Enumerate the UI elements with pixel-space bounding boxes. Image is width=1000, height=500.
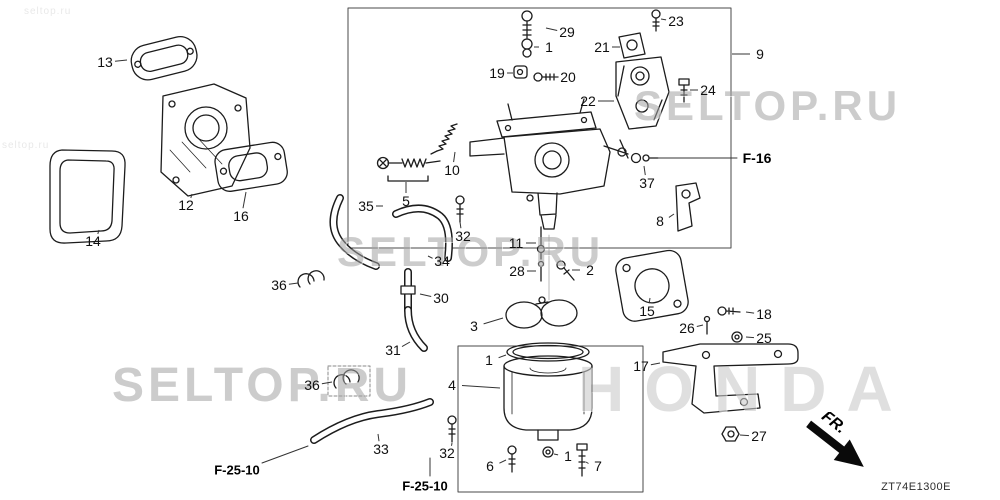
bowl-assembly-box xyxy=(457,345,644,493)
part-24-bolt xyxy=(678,78,690,103)
watermark-tile: seltop.ru xyxy=(24,6,72,17)
ref-f25-10-left: F-25-10 xyxy=(214,462,260,478)
part-21-valve xyxy=(618,32,646,59)
part-14-gasket xyxy=(49,149,126,244)
part-2-screw xyxy=(556,260,575,281)
tube-34 xyxy=(392,204,453,262)
diagram-code: ZT74E1300E xyxy=(881,481,951,493)
part-19-clamp xyxy=(513,65,528,79)
part-29-screw xyxy=(521,10,533,39)
part-7-bolt xyxy=(576,443,588,477)
part-25-washer xyxy=(731,331,743,343)
ref-f25-10-bottom: F-25-10 xyxy=(402,478,448,494)
part-32-screw-mid xyxy=(455,195,465,223)
part-12-plate xyxy=(160,83,251,197)
tube-31 xyxy=(404,306,428,352)
tube-35 xyxy=(329,194,380,270)
part-22-choke-assembly xyxy=(615,56,670,130)
leader-lines xyxy=(97,18,755,464)
part-1-bowl-gasket xyxy=(506,342,590,362)
f2510-left-leader xyxy=(261,445,309,464)
part-30-joint xyxy=(400,268,416,314)
part-5-screw-set xyxy=(376,156,441,182)
fr-arrow-icon: FR. xyxy=(806,408,864,467)
part-13-gasket xyxy=(130,36,198,81)
part-4-float-bowl xyxy=(503,355,593,441)
part-8-bracket xyxy=(675,182,701,232)
part-26-stud xyxy=(703,315,711,335)
part-36-clamp-lower xyxy=(333,369,360,389)
clamp-detail-box xyxy=(327,365,371,397)
part-18-screw xyxy=(717,306,741,316)
part-28-pin xyxy=(537,260,545,282)
carburetor-assembly-box xyxy=(347,7,732,249)
part-32-screw-bottom xyxy=(447,415,457,443)
part-37-jet xyxy=(630,152,659,164)
part-3-float xyxy=(505,296,578,329)
part-23-screw xyxy=(651,9,661,32)
part-16-gasket xyxy=(214,141,288,192)
part-1-washer-bottom xyxy=(542,446,554,458)
carburetor-body xyxy=(469,98,629,230)
ref-f16: F-16 xyxy=(742,150,772,166)
tube-33 xyxy=(310,398,434,444)
watermark-tile: seltop.ru xyxy=(2,140,50,151)
part-15-insulator xyxy=(615,249,689,322)
part-17-bracket xyxy=(662,343,799,414)
part-6-drain-screw xyxy=(507,445,517,473)
part-36-clamp-upper xyxy=(297,270,325,288)
part-1-washers-top xyxy=(521,38,533,58)
fr-direction-indicator: FR. xyxy=(795,408,895,497)
part-11-needle xyxy=(536,226,546,260)
part-10-spring xyxy=(430,123,458,155)
part-27-nut xyxy=(721,426,740,442)
